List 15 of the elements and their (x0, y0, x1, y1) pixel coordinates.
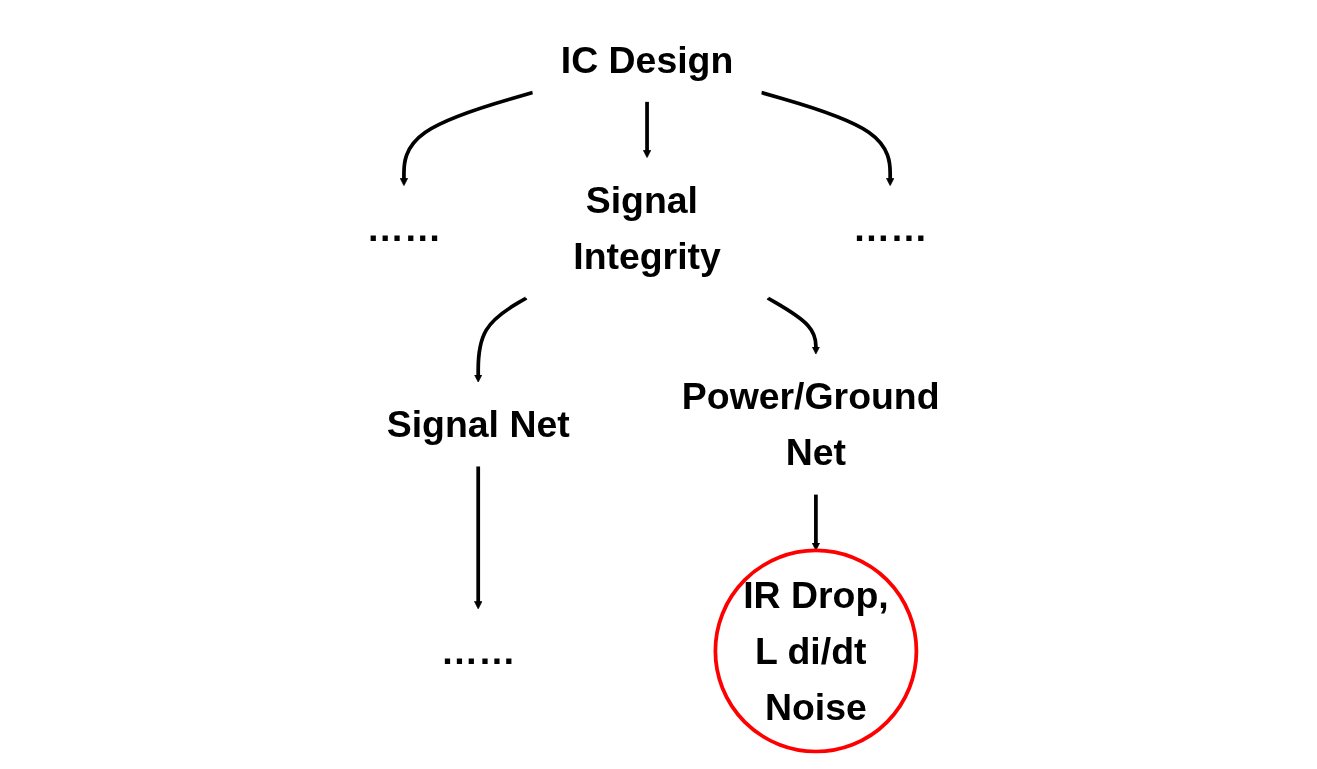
node-text: Power/Ground Net (682, 375, 940, 473)
arrow (643, 101, 652, 159)
node-text: …… (366, 207, 442, 249)
node-circle: IR Drop, L di/dt Noise (713, 548, 919, 754)
node-text: Signal Net (387, 403, 570, 445)
arrow (812, 494, 821, 551)
arrow (474, 466, 483, 610)
node-text: Signal Integrity (573, 179, 722, 277)
arrow (474, 296, 528, 383)
node-text: IC Design (561, 38, 734, 81)
arrow (766, 296, 821, 355)
node-text: …… (441, 630, 516, 672)
node-text: …… (853, 207, 928, 249)
arrow (761, 90, 895, 187)
arrow (400, 90, 534, 187)
